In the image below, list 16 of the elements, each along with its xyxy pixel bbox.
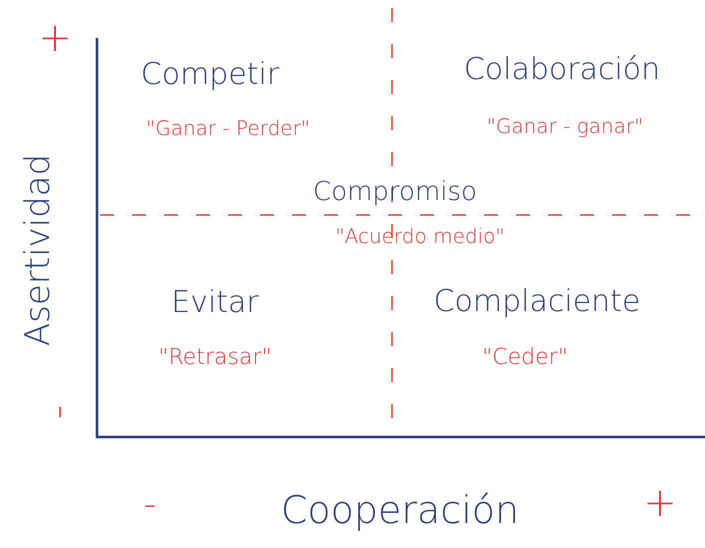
minus-sign: - xyxy=(38,404,78,420)
minus-sign: - xyxy=(144,487,156,523)
plus-sign: + xyxy=(643,483,677,523)
quadrant-title: Complaciente xyxy=(434,287,640,317)
quadrant-title: Competir xyxy=(140,60,280,90)
quadrant-subtitle: "Ceder" xyxy=(482,347,568,369)
quadrant-title: Colaboración xyxy=(464,55,660,85)
axis-title: Cooperación xyxy=(280,491,520,529)
quadrant-subtitle: "Retrasar" xyxy=(158,347,272,369)
quadrant-subtitle: "Ganar - Perder" xyxy=(146,118,310,138)
center-title: Compromiso xyxy=(313,179,477,205)
axis-title: Asertividad xyxy=(21,154,55,346)
center-subtitle: "Acuerdo medio" xyxy=(335,226,505,246)
plus-sign: + xyxy=(38,18,72,58)
quadrant-subtitle: "Ganar - ganar" xyxy=(486,116,644,136)
quadrant-title: Evitar xyxy=(171,288,259,318)
